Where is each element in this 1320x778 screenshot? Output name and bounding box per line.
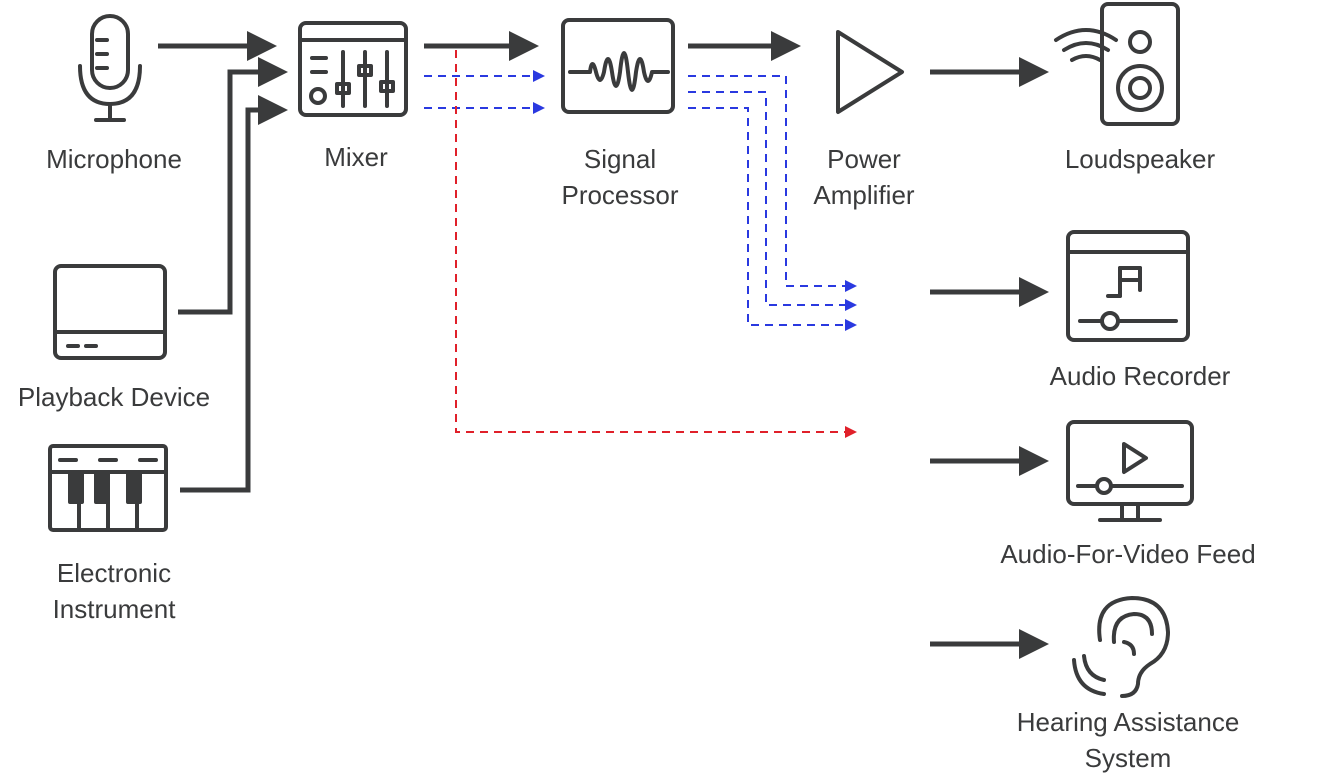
triangle-amp-icon bbox=[836, 30, 904, 114]
hearing-assistance-label-line2: System bbox=[1084, 743, 1172, 773]
hearing-assistance-system-label: Hearing Assistance System bbox=[1017, 704, 1240, 776]
ear-icon bbox=[1072, 596, 1170, 698]
microphone-label: Microphone bbox=[46, 144, 182, 174]
mixer-label: Mixer bbox=[324, 142, 388, 172]
solid-signal-connectors bbox=[158, 31, 1049, 659]
arrow-instrument-to-mixer bbox=[180, 95, 288, 493]
signal-processor-label: Signal Processor bbox=[561, 141, 678, 213]
music-note-icon bbox=[1066, 230, 1190, 342]
mixer-faders-icon bbox=[298, 21, 408, 117]
dashed-red-connectors bbox=[455, 50, 857, 438]
speaker-icon bbox=[1054, 2, 1180, 126]
power-amplifier-label: Power Amplifier bbox=[813, 141, 914, 213]
electronic-instrument-label: Electronic Instrument bbox=[53, 555, 176, 627]
power-amplifier-label-line1: Power bbox=[827, 144, 901, 174]
waveform-icon bbox=[561, 18, 675, 114]
keyboard-icon bbox=[48, 444, 168, 532]
monitor-play-icon bbox=[1066, 420, 1194, 522]
electronic-instrument-label-line2: Instrument bbox=[52, 594, 176, 624]
signal-processor-label-line1: Signal bbox=[583, 144, 657, 174]
tablet-icon bbox=[53, 264, 167, 360]
audio-for-video-feed-label: Audio-For-Video Feed bbox=[1000, 539, 1256, 569]
arrow-playback-to-mixer bbox=[178, 57, 288, 315]
hearing-assistance-label-line1: Hearing Assistance bbox=[1016, 707, 1240, 737]
playback-device-label: Playback Device bbox=[17, 382, 211, 412]
dashed-blue-connectors bbox=[424, 70, 857, 331]
microphone-icon bbox=[78, 14, 142, 122]
power-amplifier-label-line2: Amplifier bbox=[813, 180, 915, 210]
electronic-instrument-label-line1: Electronic bbox=[56, 558, 172, 588]
audio-recorder-label: Audio Recorder bbox=[1049, 361, 1231, 391]
loudspeaker-label: Loudspeaker bbox=[1064, 144, 1216, 174]
signal-processor-label-line2: Processor bbox=[561, 180, 679, 210]
